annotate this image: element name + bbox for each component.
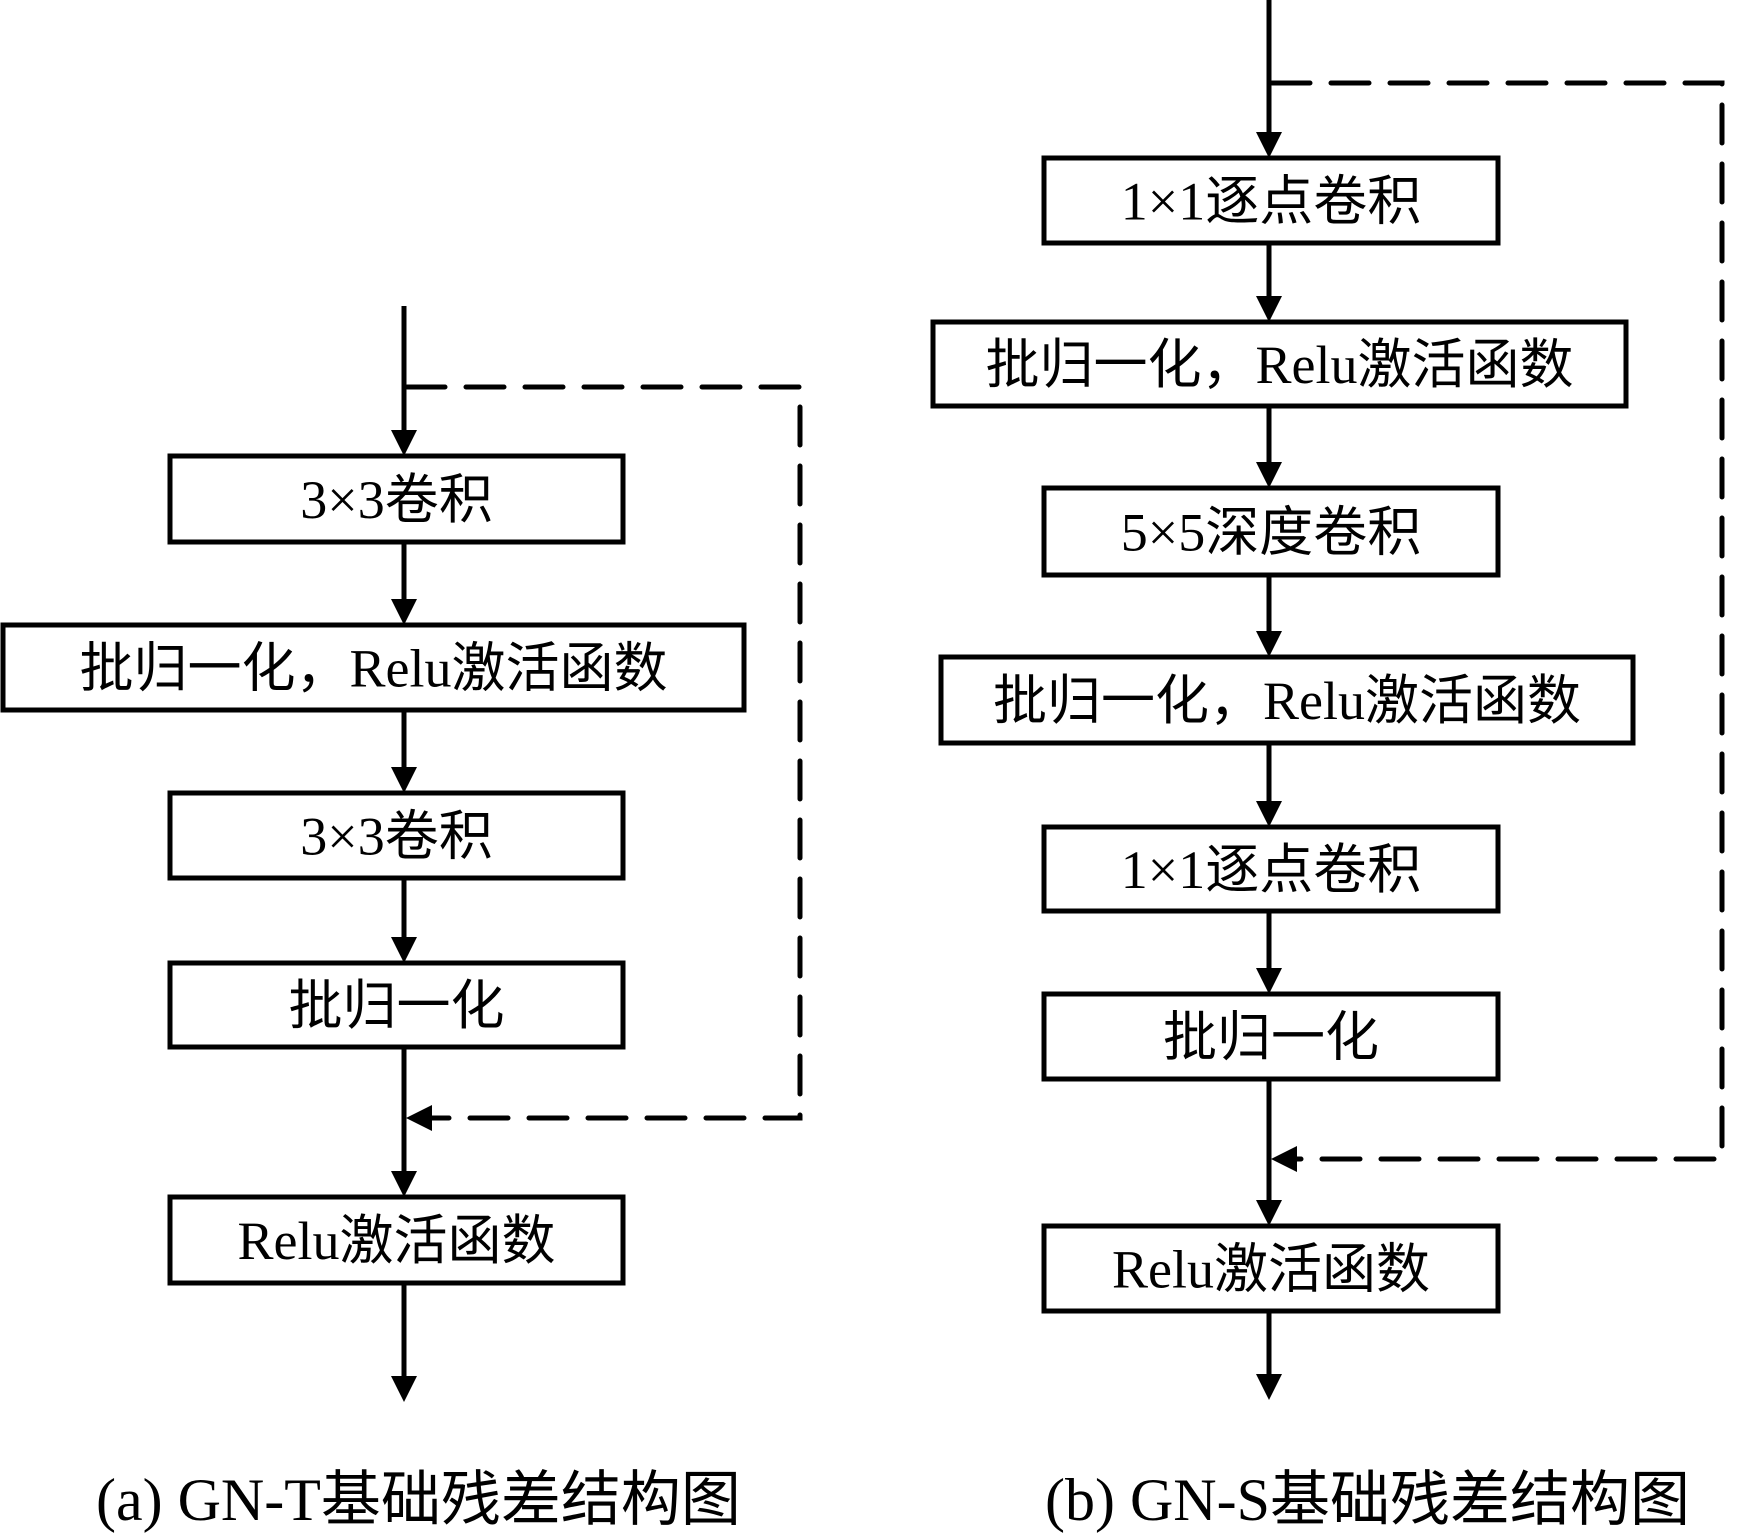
arrow-head-icon (391, 1171, 417, 1197)
arrow-head-icon (391, 599, 417, 625)
block-label: Relu激活函数 (1112, 1240, 1430, 1300)
arrow-head-icon (391, 430, 417, 456)
block-7: Relu激活函数 (1041, 1223, 1501, 1314)
block-4: 批归一化 (167, 960, 626, 1050)
figure-caption: (b) GN-S基础残差结构图 (1045, 1467, 1690, 1533)
block-label: 3×3卷积 (300, 807, 492, 867)
figure-caption: (a) GN-T基础残差结构图 (96, 1467, 741, 1533)
arrow-head-icon (1256, 801, 1282, 827)
block-label: 批归一化，Relu激活函数 (80, 639, 668, 699)
arrow-head-icon (391, 767, 417, 793)
block-box (167, 790, 626, 881)
block-5: 1×1逐点卷积 (1041, 824, 1501, 914)
block-1: 3×3卷积 (167, 453, 626, 545)
arrow-head-icon (1256, 631, 1282, 657)
block-box (1041, 824, 1501, 914)
arrow-head-icon (1256, 296, 1282, 322)
output-arrow-icon (1256, 1374, 1282, 1400)
block-box (930, 319, 1629, 409)
arrow-head-icon (1256, 132, 1282, 158)
block-label: 1×1逐点卷积 (1121, 840, 1421, 900)
block-label: 1×1逐点卷积 (1121, 172, 1421, 232)
block-5: Relu激活函数 (167, 1194, 626, 1286)
arrow-head-icon (1256, 1200, 1282, 1226)
arrow-head-icon (1256, 462, 1282, 488)
block-label: Relu激活函数 (238, 1211, 556, 1271)
block-box (167, 453, 626, 545)
skip-connection-dashed (404, 384, 803, 1121)
block-box (0, 622, 747, 713)
block-label: 5×5深度卷积 (1121, 503, 1421, 563)
block-2: 批归一化，Relu激活函数 (0, 622, 747, 713)
block-3: 3×3卷积 (167, 790, 626, 881)
block-label: 批归一化 (1163, 1008, 1379, 1068)
skip-connection-dashed (1269, 80, 1725, 1162)
block-4: 批归一化，Relu激活函数 (938, 654, 1636, 746)
block-label: 批归一化，Relu激活函数 (993, 671, 1581, 731)
block-box (167, 1194, 626, 1286)
skip-merge-arrow-icon (406, 1105, 432, 1131)
block-box (938, 654, 1636, 746)
block-box (1041, 485, 1501, 578)
block-label: 批归一化 (289, 976, 505, 1036)
block-2: 批归一化，Relu激活函数 (930, 319, 1629, 409)
block-box (1041, 1223, 1501, 1314)
block-3: 5×5深度卷积 (1041, 485, 1501, 578)
arrow-head-icon (1256, 968, 1282, 994)
output-arrow-icon (391, 1376, 417, 1402)
arrow-head-icon (391, 937, 417, 963)
block-label: 批归一化，Relu激活函数 (986, 335, 1574, 395)
block-label: 3×3卷积 (300, 470, 492, 530)
block-6: 批归一化 (1041, 991, 1501, 1082)
block-1: 1×1逐点卷积 (1041, 155, 1501, 246)
block-box (167, 960, 626, 1050)
skip-merge-arrow-icon (1271, 1146, 1297, 1172)
